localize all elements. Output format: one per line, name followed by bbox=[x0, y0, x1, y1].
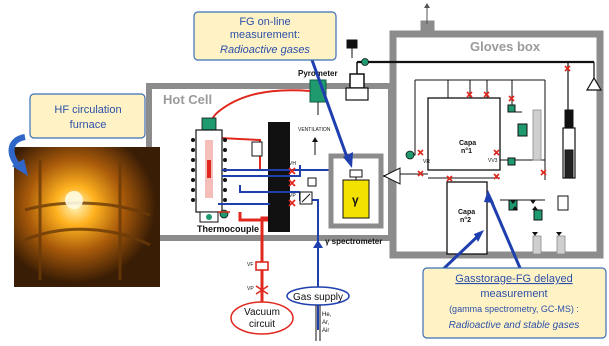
top-flange-icon bbox=[362, 59, 369, 66]
gasstorage-line1: Gasstorage-FG delayed bbox=[455, 273, 572, 285]
gamma-spectrometer-label: γ spectrometer bbox=[325, 237, 382, 246]
capa-1-title: Capa bbox=[459, 140, 476, 147]
fg-online-line1: FG on-line bbox=[239, 16, 290, 28]
furnace-column bbox=[191, 118, 227, 222]
furnace-photo bbox=[14, 147, 160, 287]
wall-flange-icon bbox=[406, 151, 414, 159]
pump-box bbox=[350, 74, 364, 88]
hf-furnace-line2: furnace bbox=[70, 119, 107, 131]
vp-label: VP bbox=[289, 193, 296, 199]
gasstorage-callout: Gasstorage-FG delayed measurement (gamma… bbox=[423, 268, 606, 338]
hf-furnace-line1: HF circulation bbox=[54, 104, 121, 116]
ventilation-label: VENTILATION bbox=[298, 127, 331, 133]
fg-online-callout: FG on-line measurement: Radioactive gase… bbox=[194, 12, 336, 60]
fg-online-line2: measurement: bbox=[230, 29, 300, 41]
vf-label: VF bbox=[247, 262, 253, 268]
gas-he-label: He, bbox=[322, 312, 332, 318]
blue-flow-arrow bbox=[313, 240, 323, 248]
capa-2-number: n°2 bbox=[460, 216, 471, 224]
gas-supply-label: Gas supply bbox=[293, 292, 343, 303]
capa-1-number: n°1 bbox=[461, 147, 472, 155]
vacuum-circuit-node: Vacuum circuit bbox=[231, 302, 293, 334]
vacuum-label-line1: Vacuum bbox=[244, 307, 280, 318]
vp-vacuum-label: VP bbox=[247, 286, 254, 292]
gloves-box-label: Gloves box bbox=[470, 39, 541, 54]
vh-label: VH bbox=[289, 161, 296, 167]
gasstorage-line3: (gamma spectrometry, GC-MS) : bbox=[449, 304, 579, 314]
filter-cartridge bbox=[252, 142, 262, 156]
thermocouple-label: Thermocouple bbox=[197, 224, 259, 234]
hot-cell-label: Hot Cell bbox=[163, 92, 212, 107]
gasstorage-line4: Radioactive and stable gases bbox=[449, 320, 580, 331]
hf-furnace-callout: HF circulation furnace bbox=[30, 94, 145, 138]
vr-label: VR bbox=[423, 159, 430, 165]
gasstorage-line2: measurement bbox=[480, 288, 547, 300]
gas-ar-label: Ar, bbox=[322, 320, 330, 326]
gas-air-label: Air bbox=[322, 328, 329, 334]
capa-2-title: Capa bbox=[458, 209, 475, 216]
gamma-symbol: γ bbox=[352, 193, 359, 207]
vv3-label: VV3 bbox=[488, 158, 498, 164]
capa-2-tank: Capa n°2 bbox=[447, 182, 487, 254]
fg-online-line3: Radioactive gases bbox=[220, 44, 310, 56]
vacuum-label-line2: circuit bbox=[249, 319, 275, 330]
